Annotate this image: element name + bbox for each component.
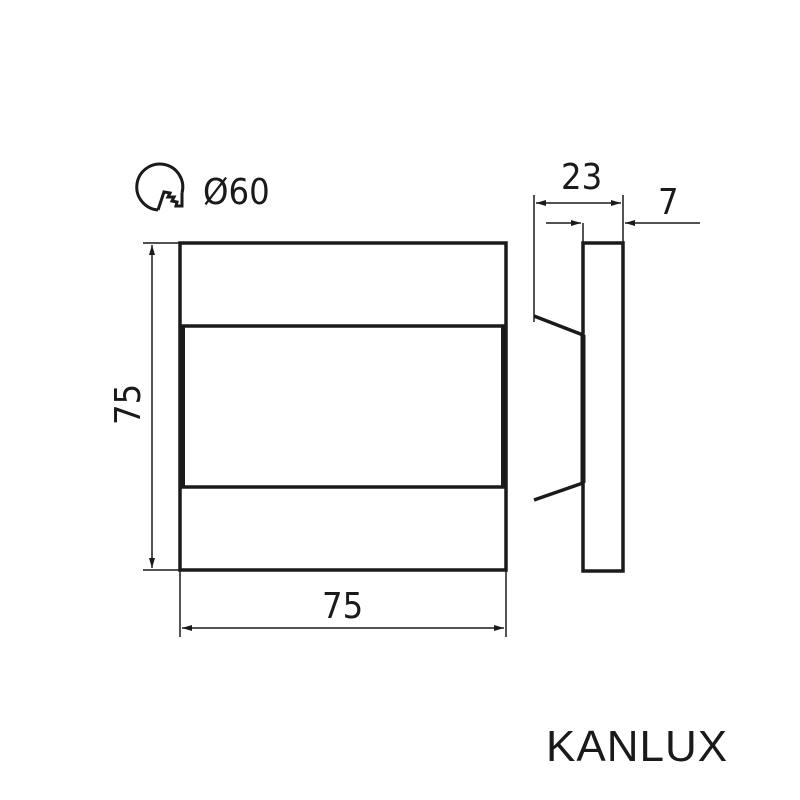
- depth-dimension: [536, 200, 700, 226]
- front-height-label: 75: [108, 384, 149, 425]
- side-protrusion-label: 7: [658, 182, 679, 223]
- height-dimension: [143, 242, 180, 571]
- front-outline: [178, 241, 508, 572]
- front-width-label: 75: [322, 586, 363, 627]
- side-depth-label: 23: [561, 157, 602, 198]
- side-view: [533, 195, 625, 573]
- hole-saw-icon: [135, 162, 185, 212]
- width-dimension: [179, 570, 507, 637]
- front-view: [178, 241, 508, 572]
- cutout-diameter-label: Ø60: [203, 172, 270, 213]
- brand-logo: KANLUX: [546, 722, 729, 771]
